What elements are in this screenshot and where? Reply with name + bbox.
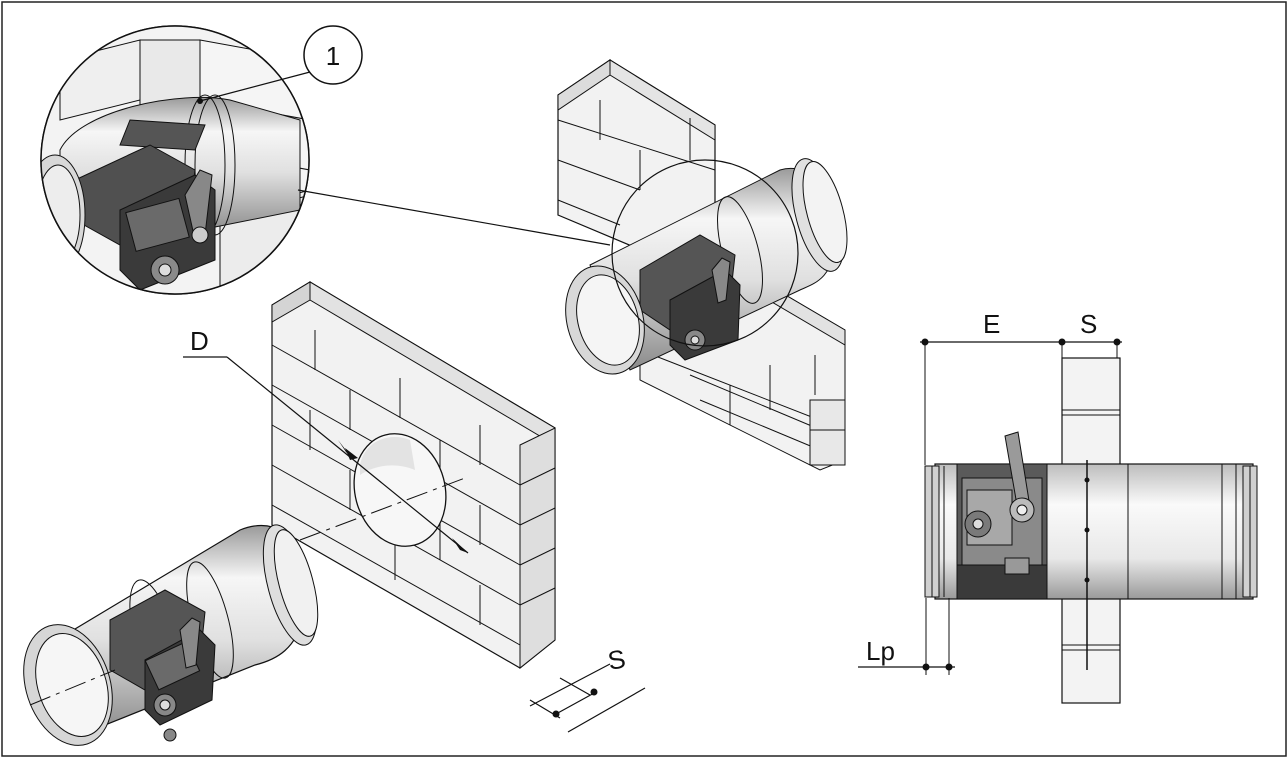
- damper-side-view: [924, 357, 1258, 704]
- magnifier-leader: [297, 189, 611, 246]
- label-E: E: [983, 309, 1000, 339]
- label-S-wall: S: [605, 643, 627, 676]
- dimension-S-wall: S: [529, 643, 646, 733]
- detail-region-circle: [611, 159, 799, 347]
- label-Lp: Lp: [866, 636, 895, 666]
- dimension-D: D: [183, 326, 469, 554]
- damper-loose: [23, 524, 319, 746]
- label-D: D: [190, 326, 209, 356]
- dimension-Lp: Lp: [858, 598, 955, 675]
- callout-1: 1: [197, 25, 363, 104]
- damper-installed: [565, 158, 848, 375]
- label-S-side: S: [1080, 309, 1097, 339]
- callout-number: 1: [326, 41, 340, 71]
- brick-wall-with-opening: [271, 281, 556, 670]
- magnifier-circle: [40, 25, 310, 295]
- dimension-E-S: E S: [920, 309, 1122, 465]
